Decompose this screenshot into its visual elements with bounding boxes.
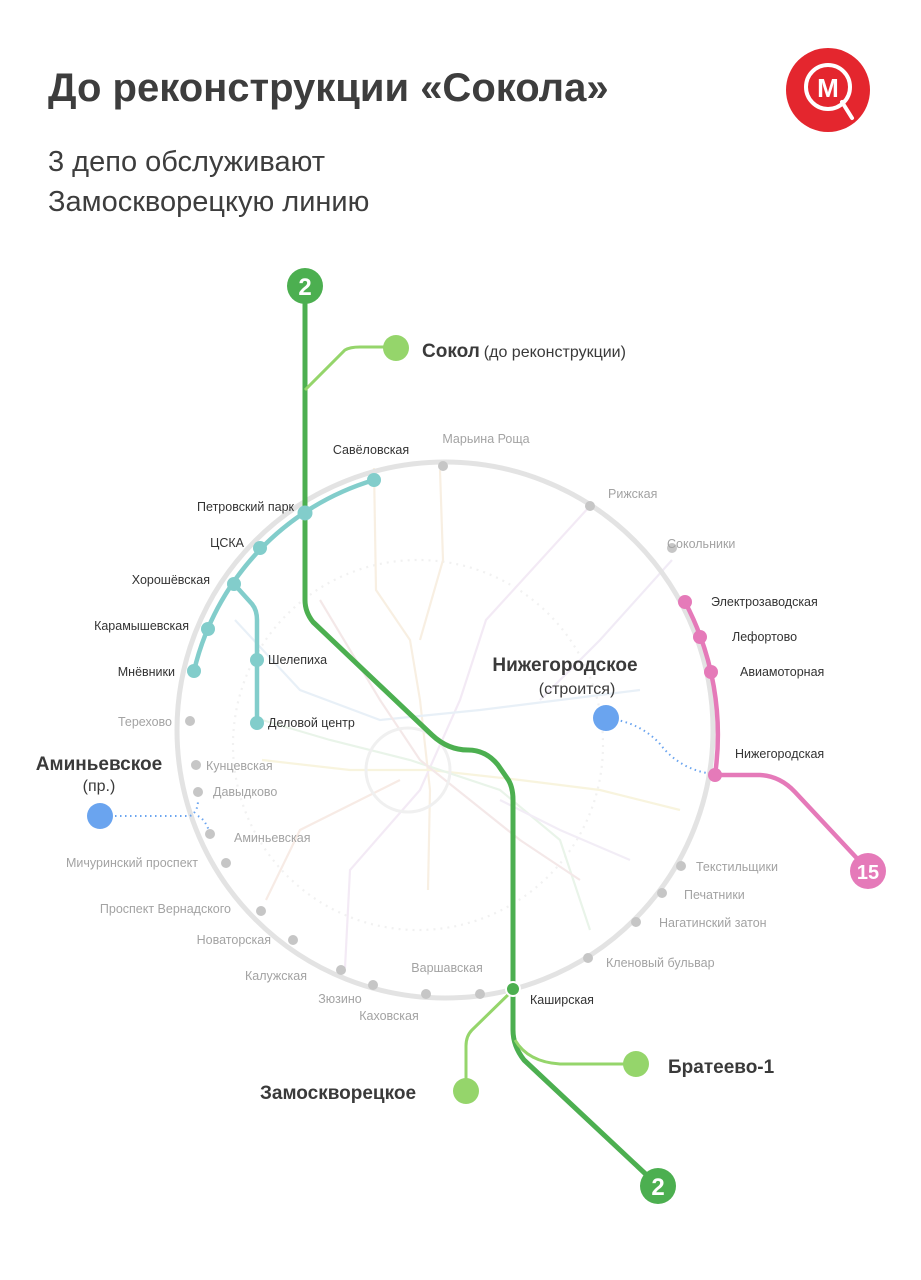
logo-letter: М — [817, 73, 839, 103]
label-kaluzhskaya: Калужская — [245, 969, 307, 983]
line-2-badge-top: 2 — [287, 268, 323, 304]
background-network — [231, 467, 681, 969]
label-lefortovo: Лефортово — [732, 630, 797, 644]
label-khoroshevskaya: Хорошёвская — [132, 573, 210, 587]
grey-stations — [185, 461, 686, 999]
label-rizhskaya: Рижская — [608, 487, 657, 501]
aminyevskoe-depot-note: (пр.) — [83, 778, 116, 795]
moscow-metro-logo-icon: М — [786, 48, 870, 132]
subtitle-line-2: Замоскворецкую линию — [48, 186, 370, 218]
label-delovoy-tsentr: Деловой центр — [268, 716, 355, 730]
label-kuntsevskaya: Кунцевская — [206, 759, 273, 773]
brateevo-depot-branch — [513, 1039, 636, 1066]
zamoskvoretskoe-depot-label: Замоскворецкое — [260, 1083, 416, 1104]
label-aviamotornaya: Авиамоторная — [740, 665, 824, 679]
aminyevskoe-depot-label: Аминьевское — [36, 754, 162, 775]
label-pechatniki: Печатники — [684, 888, 745, 902]
sokol-depot-dot — [383, 335, 409, 361]
nizhegorodskoe-depot-dot — [593, 705, 619, 731]
nizhegorodskoe-depot-note: (строится) — [539, 681, 616, 698]
label-nagatinsky-zaton: Нагатинский затон — [659, 916, 767, 930]
nizhegorodskoe-depot-label: Нижегородское — [492, 655, 637, 676]
svg-text:2: 2 — [651, 1174, 664, 1201]
label-novatorskaya: Новаторская — [197, 933, 271, 947]
label-karamyshevskaya: Карамышевская — [94, 619, 189, 633]
label-elektrozavodskaya: Электрозаводская — [711, 595, 818, 609]
bcl-branch-delovoy — [232, 582, 260, 723]
svg-text:15: 15 — [857, 862, 879, 884]
line-15-route — [683, 600, 721, 776]
label-mnevniki: Мнёвники — [118, 665, 175, 679]
zamoskvoretskoe-depot-dot — [453, 1078, 479, 1104]
brateevo-depot-dot — [623, 1051, 649, 1077]
label-davydkovo: Давыдково — [213, 785, 277, 799]
subtitle-line-1: 3 депо обслуживают — [48, 146, 325, 178]
line-2-route — [302, 286, 654, 1182]
label-shelepikha: Шелепиха — [268, 653, 327, 667]
label-varshavskaya: Варшавская — [411, 961, 482, 975]
label-nizhegorodskaya: Нижегородская — [735, 747, 824, 761]
zamoskvoretskoe-depot-branch — [464, 988, 515, 1090]
label-zyuzino: Зюзино — [318, 992, 362, 1006]
label-klenovy-bulvar: Кленовый бульвар — [606, 956, 715, 970]
label-petrovsky-park: Петровский парк — [197, 500, 294, 514]
label-michurinsky-prospekt: Мичуринский проспект — [66, 856, 198, 870]
line-2-badge-bottom: 2 — [640, 1168, 676, 1204]
aminyevskoe-depot-dot — [87, 803, 113, 829]
sokol-depot-branch — [303, 345, 396, 392]
line-15-badge: 15 — [850, 853, 886, 889]
brateevo-depot-label: Братеево-1 — [668, 1057, 775, 1078]
svg-text:2: 2 — [298, 274, 311, 301]
label-tekstilshchiki: Текстильщики — [696, 860, 778, 874]
line-15-branch — [715, 772, 868, 870]
label-kashirskaya: Каширская — [530, 993, 594, 1007]
sokol-depot-label: Сокол(до реконструкции) — [422, 341, 626, 362]
aminyevskoe-connector — [100, 799, 211, 835]
station-petrovsky-park — [297, 505, 313, 521]
label-prospekt-vernadskogo: Проспект Вернадского — [100, 902, 231, 916]
nizhegorodskoe-connector — [605, 717, 714, 775]
label-maryina-roshcha: Марьина Роща — [442, 432, 529, 446]
page-subtitle: 3 депо обслуживают Замоскворецкую линию — [48, 142, 369, 222]
label-terekhovo: Терехово — [118, 715, 172, 729]
station-kashirskaya — [505, 981, 521, 997]
label-kakhovskaya: Каховская — [359, 1009, 419, 1023]
label-savelovskaya: Савёловская — [333, 443, 409, 457]
label-sokolniki: Сокольники — [667, 537, 735, 551]
page-title: До реконструкции «Сокола» — [48, 66, 609, 110]
line-15-stations — [678, 595, 722, 782]
label-cska: ЦСКА — [210, 536, 245, 550]
bcl-stations — [187, 473, 381, 730]
label-aminyevskaya: Аминьевская — [234, 831, 311, 845]
